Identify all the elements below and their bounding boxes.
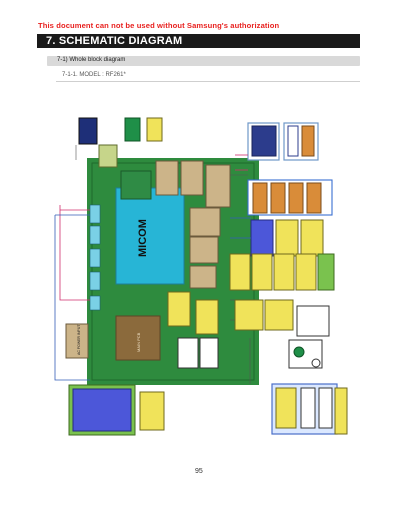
section-header: 7-1) Whole block diagram (47, 56, 360, 66)
page-number: 95 (195, 468, 203, 475)
ac-input-label: AC POWER INPUT (77, 324, 81, 355)
section-title: 7-1) Whole block diagram (57, 57, 126, 63)
micom-block (115, 187, 185, 285)
page-title: 7. SCHEMATIC DIAGRAM (46, 35, 183, 47)
micom-label: MICOM (137, 219, 149, 257)
model-label: 7-1-1. MODEL : RF261* (62, 72, 126, 78)
model-heading: 7-1-1. MODEL : RF261* (56, 72, 360, 82)
warning-text: This document can not be used without Sa… (38, 21, 280, 30)
title-bar: 7. SCHEMATIC DIAGRAM (37, 34, 360, 48)
main-pcb-block (115, 315, 161, 361)
main-pcb-label: MAIN PCB (136, 332, 141, 352)
